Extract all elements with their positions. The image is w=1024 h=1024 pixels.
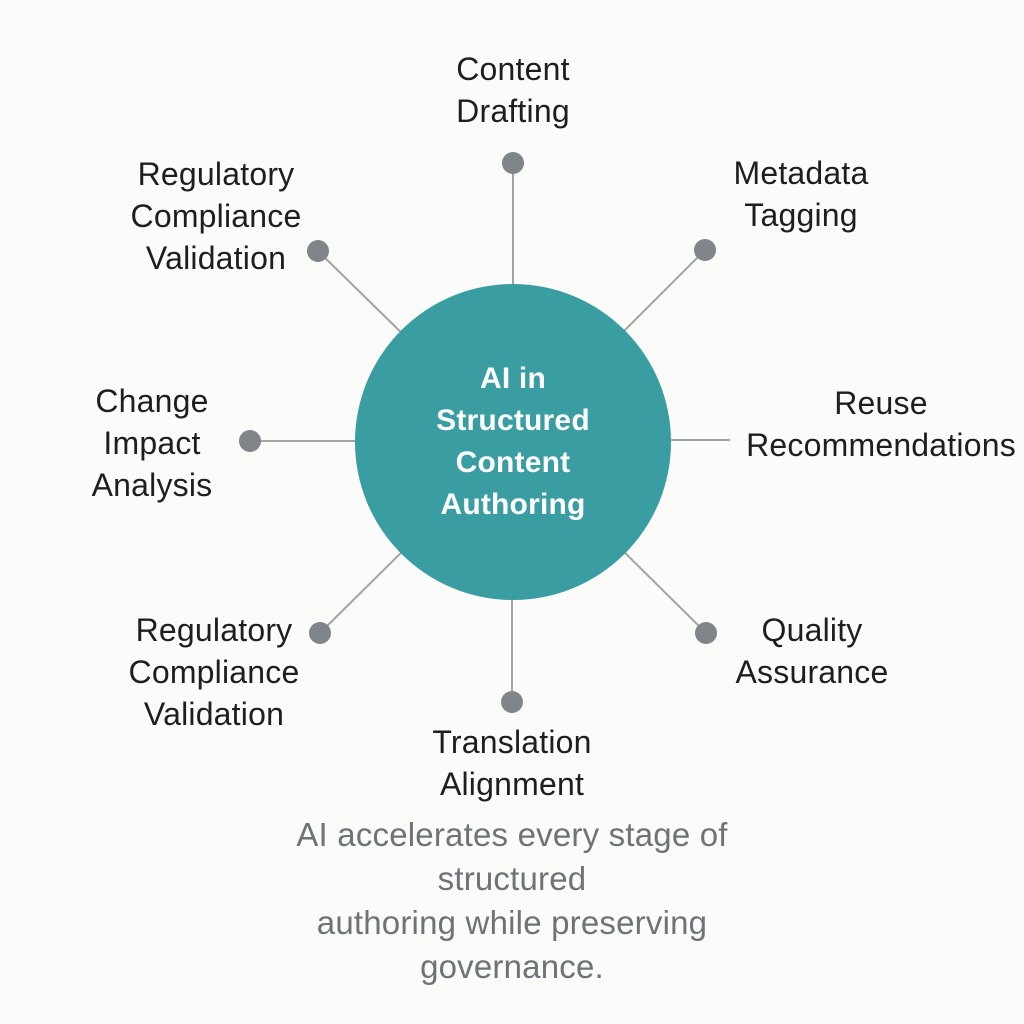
node-label-content-drafting: Content Drafting xyxy=(456,51,570,129)
hub-label: AI in Structured Content Authoring xyxy=(436,362,590,521)
node-label-metadata-tagging: Metadata Tagging xyxy=(733,155,869,233)
spoke-dot-bottom-left xyxy=(309,622,331,644)
spoke-dot-top xyxy=(502,152,524,174)
node-label-regulatory-compliance-validation-top: Regulatory Compliance Validation xyxy=(130,156,302,276)
node-label-regulatory-compliance-validation-bottom: Regulatory Compliance Validation xyxy=(128,612,300,732)
spoke-dot-left xyxy=(239,430,261,452)
spoke-dot-top-left xyxy=(307,240,329,262)
node-label-reuse-recommendations: Reuse Recommendations xyxy=(746,385,1016,463)
hub-circle: AI in Structured Content Authoring xyxy=(355,284,671,600)
spoke-dot-top-right xyxy=(694,239,716,261)
node-label-translation-alignment: Translation Alignment xyxy=(432,724,592,802)
spoke-dot-bottom-right xyxy=(695,622,717,644)
node-label-quality-assurance: Quality Assurance xyxy=(735,612,889,690)
caption: AI accelerates every stage of structured… xyxy=(296,816,728,985)
node-label-change-impact-analysis: Change Impact Analysis xyxy=(91,383,213,503)
spoke-dot-bottom xyxy=(501,691,523,713)
